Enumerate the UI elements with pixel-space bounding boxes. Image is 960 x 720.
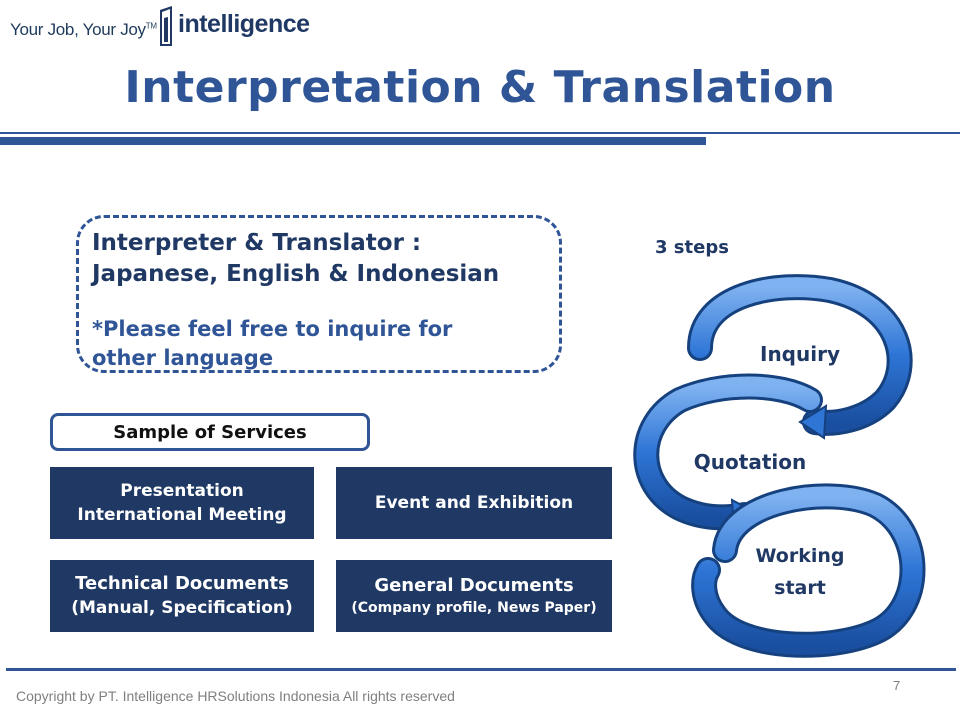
service-line: (Company profile, News Paper) [351, 600, 597, 616]
header-divider [0, 132, 960, 134]
service-event-exhibition: Event and Exhibition [336, 467, 612, 539]
sample-of-services-label: Sample of Services [50, 413, 370, 451]
cycle-arrows-icon [633, 274, 926, 658]
step-working-start: Working start [755, 545, 845, 599]
service-general-documents: General Documents (Company profile, News… [336, 560, 612, 632]
service-line: Technical Documents [75, 573, 289, 594]
service-line: (Manual, Specification) [71, 598, 293, 618]
copyright-text: Copyright by PT. Intelligence HRSolution… [16, 688, 455, 704]
service-line: Event and Exhibition [374, 493, 574, 513]
intelligence-logo-icon [160, 6, 172, 46]
languages-box [76, 215, 562, 373]
tagline: Your Job, Your JoyTM [10, 20, 157, 39]
step-inquiry: Inquiry [760, 342, 840, 366]
page-title: Interpretation & Translation [124, 62, 836, 113]
service-presentation: Presentation International Meeting [50, 467, 314, 539]
service-technical-documents: Technical Documents (Manual, Specificati… [50, 560, 314, 632]
service-line: General Documents [374, 575, 574, 596]
logo-text: intelligence [178, 10, 310, 38]
steps-label: 3 steps [655, 237, 729, 258]
service-line: International Meeting [77, 505, 287, 525]
footer-divider [6, 668, 956, 671]
header-accent-bar [0, 137, 706, 145]
languages-note: *Please feel free to inquire for other l… [92, 317, 453, 370]
step-quotation: Quotation [693, 450, 807, 474]
languages-title: Interpreter & Translator : Japanese, Eng… [92, 230, 500, 287]
service-line: Presentation [120, 481, 244, 501]
trademark-mark: TM [145, 21, 157, 31]
page-number: 7 [893, 678, 901, 693]
